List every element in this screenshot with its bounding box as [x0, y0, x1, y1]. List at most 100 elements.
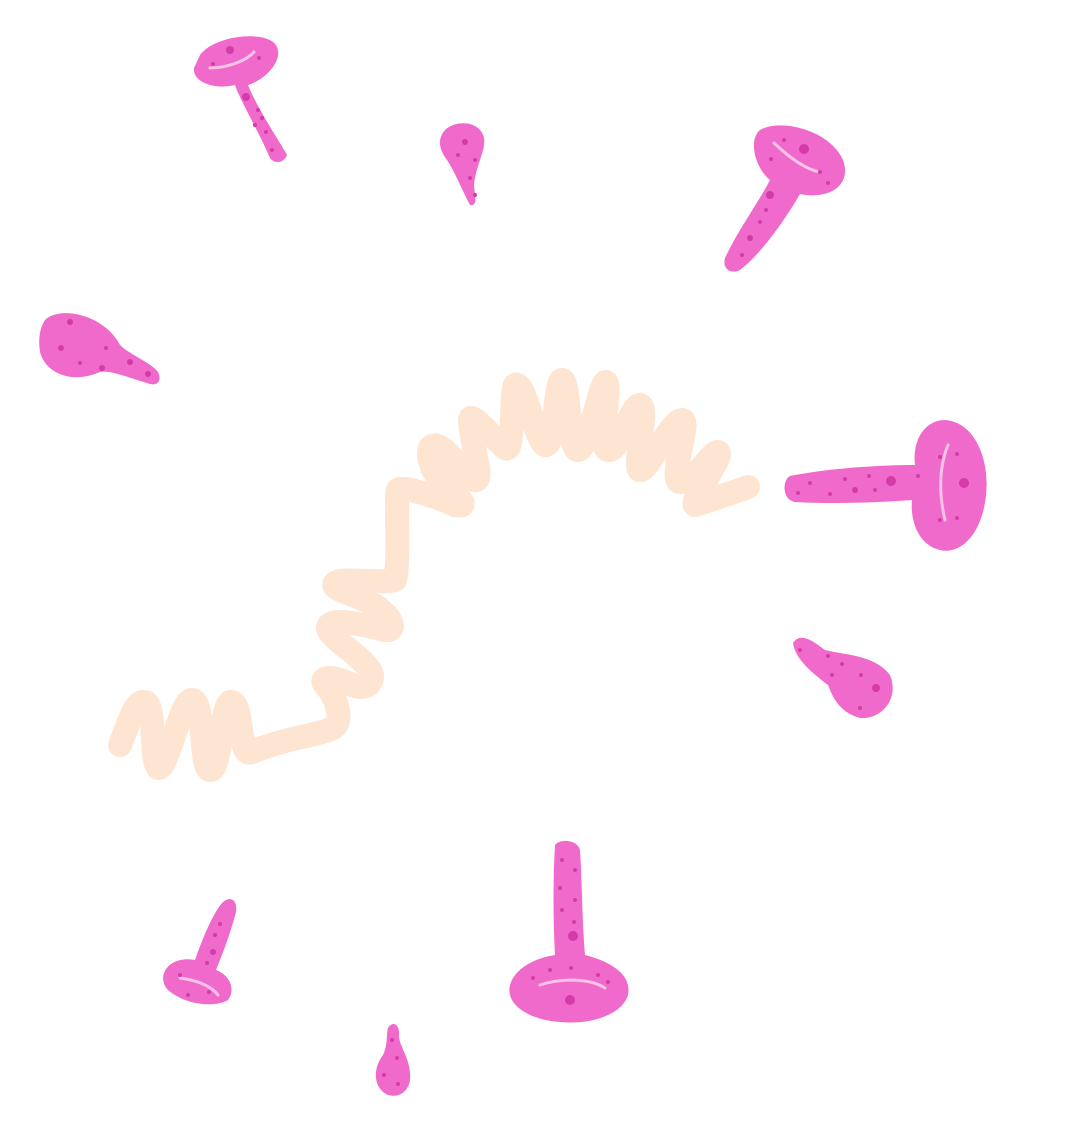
drop-bottom-body	[375, 1024, 411, 1096]
stalk-right-large-spot	[955, 452, 959, 456]
stalk-bottom-left	[163, 899, 237, 1005]
drop-top-center-spot	[473, 158, 477, 162]
drop-top-center	[439, 123, 485, 206]
drop-left-spot	[58, 345, 64, 351]
stalk-bottom-center-spot	[573, 898, 577, 902]
stalk-bottom-center-spot	[572, 920, 576, 924]
drop-left-spot	[145, 371, 151, 377]
stalk-bottom-center-spot	[573, 868, 577, 872]
stalk-right-large-body	[784, 420, 987, 551]
stalk-right-large-spot	[916, 474, 920, 478]
stalk-bottom-center	[509, 840, 629, 1023]
stalk-right-large	[784, 420, 987, 551]
stalk-right-large-spot	[873, 488, 877, 492]
drop-right	[793, 637, 893, 719]
drop-right-spot	[826, 654, 830, 658]
stalk-top-right-spot	[782, 138, 786, 142]
stalk-right-large-spot	[852, 487, 858, 493]
drop-right-body	[793, 637, 893, 719]
stalk-right-large-spot	[938, 518, 942, 522]
drop-top-center-body	[439, 123, 485, 206]
stalk-bottom-center-spot	[568, 931, 578, 941]
stalk-bottom-left-spot	[218, 922, 222, 926]
stalk-bottom-center-spot	[558, 886, 562, 890]
stalk-bottom-center-body	[509, 840, 629, 1023]
stalk-right-large-spot	[959, 478, 969, 488]
drop-top-center-spot	[462, 139, 468, 145]
stalk-bottom-center-highlight	[538, 978, 607, 990]
stalk-bottom-center-spot	[560, 908, 564, 912]
stalk-top-left-spot	[253, 123, 257, 127]
stalk-top-left-body	[193, 36, 287, 162]
stalk-top-right-spot	[826, 181, 830, 185]
stalk-bottom-center-spot	[606, 980, 610, 984]
stalk-right-large-spot	[955, 516, 959, 520]
cream-squiggle-line	[108, 368, 760, 782]
stalk-bottom-center-spot	[569, 966, 573, 970]
stalk-top-right-spot	[740, 253, 744, 257]
stalk-bottom-center-spot	[548, 968, 552, 972]
drop-right-spot	[840, 662, 844, 666]
stalk-top-left-spot	[242, 93, 250, 101]
stalk-bottom-left-spot	[205, 961, 209, 965]
stalk-top-left-spot	[256, 108, 260, 112]
stalk-right-large-spot	[867, 474, 871, 478]
stalk-top-right-spot	[747, 235, 753, 241]
stalk-top-right-highlight	[772, 141, 822, 174]
stalk-right-large-spot	[808, 481, 812, 485]
drop-left	[39, 313, 160, 385]
drop-left-spot	[67, 319, 73, 325]
drop-left-spot	[104, 346, 108, 350]
stalk-bottom-center-spot	[531, 976, 535, 980]
drop-left-spot	[99, 365, 105, 371]
stalk-bottom-left-spot	[178, 973, 182, 977]
stalk-top-left-spot	[270, 148, 274, 152]
stalk-top-right-spot	[818, 170, 822, 174]
drop-top-center-spot	[468, 176, 472, 180]
stalk-top-left-spot	[257, 56, 261, 60]
stalk-bottom-left-spot	[213, 933, 217, 937]
stalk-top-right-spot	[766, 191, 774, 199]
stalk-right-large-spot	[796, 491, 800, 495]
stalk-top-right-spot	[764, 208, 768, 212]
drop-left-spot	[127, 359, 133, 365]
drop-right-spot	[858, 706, 862, 710]
stalk-bottom-center-spot	[596, 973, 600, 977]
stalk-bottom-center-spot	[565, 995, 575, 1005]
drop-right-spot	[830, 673, 834, 677]
stalk-bottom-left-highlight	[178, 976, 220, 997]
drop-bottom-spot	[382, 1073, 386, 1077]
stalk-bottom-left-spot	[186, 993, 190, 997]
stalk-bottom-left-spot	[210, 949, 216, 955]
drop-bottom-spot	[396, 1082, 400, 1086]
stalk-bottom-left-body	[163, 899, 237, 1005]
stalk-top-right-spot	[758, 220, 762, 224]
stalk-right-large-spot	[886, 476, 896, 486]
stalk-top-left-spot	[264, 130, 268, 134]
stalk-right-large-highlight	[939, 443, 950, 522]
stalk-right-large-spot	[843, 477, 847, 481]
drop-right-spot	[872, 684, 880, 692]
stalk-top-right	[724, 125, 846, 272]
drop-right-spot	[798, 648, 802, 652]
drop-top-center-spot	[456, 153, 460, 157]
stalk-top-left	[193, 36, 287, 162]
drop-bottom-spot	[390, 1038, 394, 1042]
stalk-top-left-spot	[260, 116, 264, 120]
drop-top-center-spot	[473, 193, 477, 197]
stalk-top-left-spot	[211, 62, 215, 66]
stalk-top-left-highlight	[208, 50, 256, 70]
pink-stalks	[39, 36, 987, 1096]
stalk-bottom-left-spot	[207, 990, 211, 994]
drop-right-spot	[859, 673, 863, 677]
drop-left-spot	[78, 361, 82, 365]
stalk-bottom-center-spot	[560, 858, 564, 862]
stalk-top-right-body	[724, 125, 846, 272]
stalk-right-large-spot	[828, 492, 832, 496]
stalk-top-left-spot	[226, 46, 234, 54]
stalk-top-right-spot	[769, 157, 773, 161]
drop-bottom-spot	[395, 1056, 399, 1060]
drop-left-body	[39, 313, 160, 385]
